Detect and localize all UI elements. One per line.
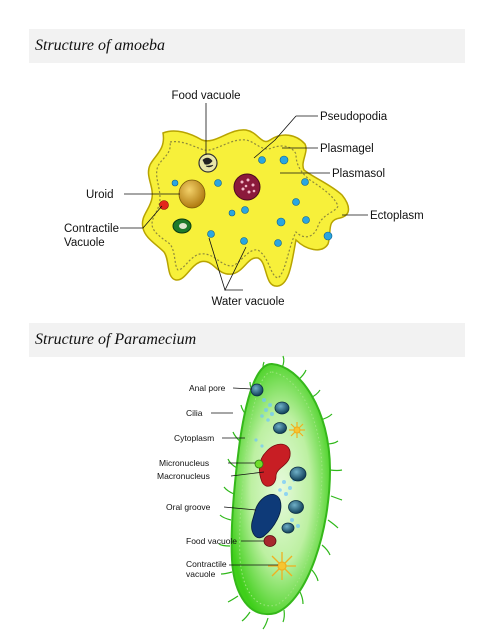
food-particle-icon	[202, 157, 214, 168]
amoeba-leader-lines	[120, 103, 368, 292]
label-plasmagel: Plasmagel	[320, 143, 374, 155]
label-ectoplasm: Ectoplasm	[370, 210, 424, 222]
amoeba-section-heading: Structure of amoeba	[29, 29, 465, 63]
label-macronucleus: Macronucleus	[157, 471, 210, 481]
upper-contractile-vacuole	[289, 422, 305, 438]
paramecium-diagram: Anal pore Cilia Cytoplasm Micronucleus M…	[157, 355, 343, 630]
paramecium-leader-lines	[211, 387, 278, 566]
label-contractile-vacuole-line1: Contractile	[64, 223, 119, 235]
amoeba-contractile-vacuole	[159, 200, 169, 210]
label-water-vacuole: Water vacuole	[211, 296, 284, 308]
paramecium-pellicle	[239, 371, 323, 607]
food-mass-dots	[240, 178, 256, 194]
label-anal-pore: Anal pore	[189, 383, 226, 393]
amoeba-food-mass	[233, 173, 261, 201]
label-contractile-vacuole-line2: vacuole	[186, 569, 216, 579]
amoeba-water-vacuoles	[171, 155, 333, 247]
label-cytoplasm: Cytoplasm	[174, 433, 214, 443]
label-food-vacuole: Food vacuole	[171, 90, 240, 102]
paramecium-micronucleus	[254, 459, 264, 469]
lower-contractile-vacuole	[268, 552, 296, 580]
label-food-vacuole: Food vacuole	[186, 536, 237, 546]
label-contractile-vacuole-line2: Vacuole	[64, 237, 105, 249]
paramecium-food-vacuoles	[273, 401, 307, 534]
label-oral-groove: Oral groove	[166, 502, 211, 512]
amoeba-nucleus	[178, 179, 206, 209]
paramecium-oral-groove	[251, 494, 282, 539]
label-plasmasol: Plasmasol	[332, 168, 385, 180]
label-micronucleus: Micronucleus	[159, 458, 209, 468]
label-uroid: Uroid	[86, 189, 113, 201]
amoeba-diagram: Food vacuole Pseudopodia Plasmagel Plasm…	[64, 90, 424, 308]
paramecium-lower-food-vacuole	[263, 535, 277, 547]
paramecium-section-heading: Structure of Paramecium	[29, 323, 465, 357]
label-contractile-vacuole-line1: Contractile	[186, 559, 227, 569]
label-cilia: Cilia	[186, 408, 203, 418]
paramecium-anal-pore-vacuole	[250, 383, 264, 397]
label-pseudopodia: Pseudopodia	[320, 111, 388, 123]
green-vacuole-core	[179, 223, 187, 229]
